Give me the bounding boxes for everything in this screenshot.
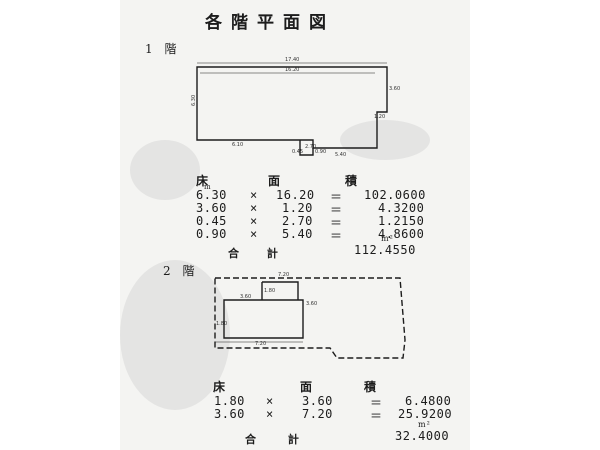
floor-2-dim: 3.60 [240,294,251,300]
total-label: 合 計 [245,433,313,446]
equals-symbol: ＝ [330,203,343,217]
equals-symbol: ＝ [330,229,343,243]
row-factor-a: 0.90 [196,227,227,241]
floor-2-plan [214,277,406,359]
row-result: 25.9200 [398,407,453,421]
floor-1-dim: 2.70 [305,144,316,150]
times-symbol: × [266,407,274,421]
row-factor-b: 2.70 [282,214,313,228]
floor-2-dim: 1.80 [216,321,227,327]
floor-2-dim: 3.60 [306,301,317,307]
floor-2-outline [214,277,406,359]
row-result: 1.2150 [378,214,425,228]
row-factor-b: 7.20 [302,407,333,421]
floor-2-stair [262,281,299,300]
row-factor-a: 6.30 [196,188,227,202]
area-heading-char: 積 [364,380,378,394]
total-label: 合 計 [228,247,290,260]
floor-1-dimensions: 17.40 16.20 6.30 6.10 2.70 1.20 5.40 3.6… [191,57,400,158]
floor-2-room [223,299,304,339]
equals-symbol: ＝ [330,190,343,204]
floor-1-dim: 3.60 [389,86,400,92]
unit-m-marker: m [204,183,211,191]
row-result: 4.8600 [378,227,425,241]
equals-symbol: ＝ [370,396,383,410]
row-factor-a: 3.60 [214,407,245,421]
floor-1-dim: 0.90 [315,149,326,155]
times-symbol: × [250,214,258,228]
floor-2-dim: 7.20 [255,341,266,347]
row-result: 102.0600 [364,188,426,202]
floor-2-label: 2 階 [163,264,199,278]
row-factor-a: 1.80 [214,394,245,408]
total-unit: m² [381,234,394,243]
times-symbol: × [250,201,258,215]
floor-1-dim: 6.30 [191,95,197,106]
equals-symbol: ＝ [330,216,343,230]
floor-2-dim: 7.20 [278,272,289,278]
floor-1-outline [196,66,388,149]
floor-1-dim: 1.20 [374,114,385,120]
floor-1-dim: 5.40 [335,152,346,158]
row-result: 6.4800 [405,394,452,408]
area-heading-char: 床 [196,174,210,188]
row-factor-b: 5.40 [282,227,313,241]
row-result: 4.3200 [378,201,425,215]
floor-1-label: 1 階 [145,42,181,56]
area-heading-char: 積 [345,174,359,188]
floor-1-plan [196,62,388,156]
row-factor-b: 1.20 [282,201,313,215]
floor-1-dim: 17.40 [285,57,299,63]
floor-1-dim: 16.20 [285,67,299,73]
times-symbol: × [250,188,258,202]
area-heading-char: 床 [213,380,227,394]
floor-2-dim: 1.80 [264,288,275,294]
total-value: 112.4550 [354,243,416,257]
document-title: 各階平面図 [205,13,335,33]
scan-smudge [120,260,230,410]
total-value: 32.4000 [395,429,450,443]
row-factor-b: 16.20 [276,188,315,202]
area-heading-char: 面 [300,380,314,394]
scan-smudge [130,140,200,200]
area-heading-char: 面 [268,174,282,188]
row-factor-a: 0.45 [196,214,227,228]
times-symbol: × [250,227,258,241]
paper-sheet [120,0,470,450]
equals-symbol: ＝ [370,409,383,423]
floor-1-dim: 6.10 [232,142,243,148]
scan-smudge [340,120,430,160]
floor-1-dim: 0.45 [292,149,303,155]
row-factor-b: 3.60 [302,394,333,408]
total-unit: m² [418,420,431,429]
row-factor-a: 3.60 [196,201,227,215]
times-symbol: × [266,394,274,408]
floor-2-dimensions: 7.20 3.60 3.60 1.80 1.80 7.20 [216,272,317,347]
floor-1-notch [299,140,314,156]
